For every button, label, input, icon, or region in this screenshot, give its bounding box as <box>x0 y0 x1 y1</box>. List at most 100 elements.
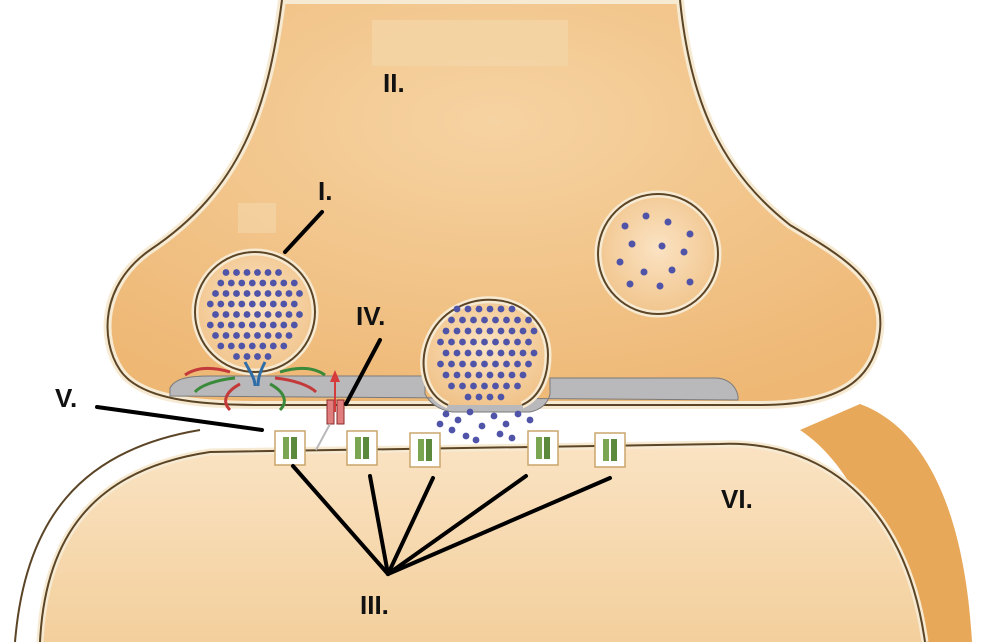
leader-line-IV <box>344 338 382 406</box>
neurotransmitter-dot <box>490 412 498 420</box>
receptor-2 <box>346 430 378 466</box>
neurotransmitter-dot <box>238 342 246 350</box>
neurotransmitter-dot <box>280 279 288 287</box>
neurotransmitter-dot <box>442 410 450 418</box>
neurotransmitter-dot <box>475 349 483 357</box>
neurotransmitter-dot <box>472 436 480 444</box>
neurotransmitter-dot <box>442 327 450 335</box>
neurotransmitter-dot <box>269 321 277 329</box>
neurotransmitter-dot <box>470 382 477 390</box>
neurotransmitter-dot <box>233 311 240 318</box>
snare-complex <box>184 361 326 412</box>
neurotransmitter-dot <box>243 290 251 297</box>
neurotransmitter-dot <box>486 327 494 335</box>
neurotransmitter-dot <box>492 316 499 324</box>
neurotransmitter-dot <box>453 305 461 313</box>
receptor-1 <box>274 430 306 466</box>
neurotransmitter-dot <box>525 316 532 324</box>
neurotransmitter-dot <box>481 338 488 346</box>
neurotransmitter-dot <box>448 426 456 434</box>
neurotransmitter-dot <box>486 349 494 357</box>
neurotransmitter-dot <box>269 300 277 308</box>
neurotransmitter-dot <box>290 279 298 287</box>
neurotransmitter-dot <box>259 321 267 329</box>
leader-line-III-3 <box>386 476 435 576</box>
neurotransmitter-dot <box>275 269 282 276</box>
neurotransmitter-dot <box>497 393 505 401</box>
neurotransmitter-dot <box>296 311 303 318</box>
neurotransmitter-dot <box>227 279 235 287</box>
neurotransmitter-dot <box>459 338 466 346</box>
neurotransmitter-dot <box>503 382 510 390</box>
receptor-4 <box>527 430 559 466</box>
neurotransmitter-dot <box>264 269 272 276</box>
receptor-5 <box>594 432 626 468</box>
postsynaptic-cell <box>14 404 972 642</box>
neurotransmitter-dot <box>212 290 219 297</box>
neurotransmitter-dot <box>448 382 455 390</box>
neurotransmitter-dot <box>290 300 298 308</box>
docked-vesicle <box>191 248 319 376</box>
neurotransmitter-dot <box>296 290 303 297</box>
neurotransmitter-dot <box>275 311 282 318</box>
neurotransmitter-dot <box>254 332 261 339</box>
free-vesicle <box>594 190 722 318</box>
leader-line-III-2 <box>368 474 390 576</box>
neurotransmitter-dot <box>481 316 488 324</box>
neurotransmitter-dot <box>269 279 277 287</box>
neurotransmitter-dot <box>254 353 261 360</box>
neurotransmitter-dot <box>464 393 472 401</box>
leader-line-III-4 <box>386 474 528 576</box>
neurotransmitter-dot <box>486 393 494 401</box>
neurotransmitter-dot <box>243 332 251 339</box>
label-VI: VI. <box>721 484 753 514</box>
label-III: III. <box>360 590 389 620</box>
neurotransmitter-dot <box>478 422 486 430</box>
neurotransmitter-dot <box>508 327 516 335</box>
neurotransmitter-dot <box>254 311 261 318</box>
neurotransmitter-dot <box>503 316 510 324</box>
neurotransmitter-dot <box>514 360 521 368</box>
neurotransmitter-dot <box>497 349 505 357</box>
neurotransmitter-dot <box>462 432 470 440</box>
neurotransmitter-dot <box>470 360 477 368</box>
neurotransmitter-dot <box>264 290 272 297</box>
neurotransmitter-dot <box>269 342 277 350</box>
label-V: V. <box>55 383 77 413</box>
neurotransmitter-dot <box>497 305 505 313</box>
neurotransmitter-dot <box>264 353 272 360</box>
neurotransmitter-dot <box>280 342 288 350</box>
neurotransmitter-dot <box>238 279 246 287</box>
leader-line-I <box>283 210 324 254</box>
leader-lines <box>95 210 612 576</box>
neurotransmitter-dot <box>508 349 516 357</box>
neurotransmitter-dot <box>514 410 522 418</box>
label-II: II. <box>383 68 405 98</box>
neurotransmitter-dot <box>275 290 282 297</box>
neurotransmitter-dot <box>530 349 538 357</box>
neurotransmitter-dot <box>259 300 267 308</box>
neurotransmitter-dot <box>486 305 494 313</box>
neurotransmitter-dot <box>227 321 235 329</box>
neurotransmitter-dot <box>453 327 461 335</box>
neurotransmitter-dot <box>526 416 534 424</box>
neurotransmitter-dot <box>519 349 527 357</box>
calcium-channel <box>315 370 345 451</box>
neurotransmitter-dot <box>454 416 462 424</box>
neurotransmitter-dot <box>492 338 499 346</box>
neurotransmitter-dot <box>436 420 444 428</box>
neurotransmitter-dot <box>525 338 532 346</box>
neurotransmitter-dot <box>497 371 505 379</box>
neurotransmitter-dot <box>475 371 483 379</box>
neurotransmitter-dot <box>508 371 516 379</box>
neurotransmitter-dot <box>254 290 261 297</box>
neurotransmitter-dot <box>206 300 214 308</box>
neurotransmitter-dot <box>248 321 256 329</box>
neurotransmitter-dot <box>222 269 230 276</box>
neurotransmitter-dot <box>275 332 282 339</box>
neurotransmitter-dot <box>212 332 219 339</box>
neurotransmitter-dot <box>525 360 532 368</box>
neurotransmitter-dot <box>248 342 256 350</box>
neurotransmitter-dot <box>259 279 267 287</box>
